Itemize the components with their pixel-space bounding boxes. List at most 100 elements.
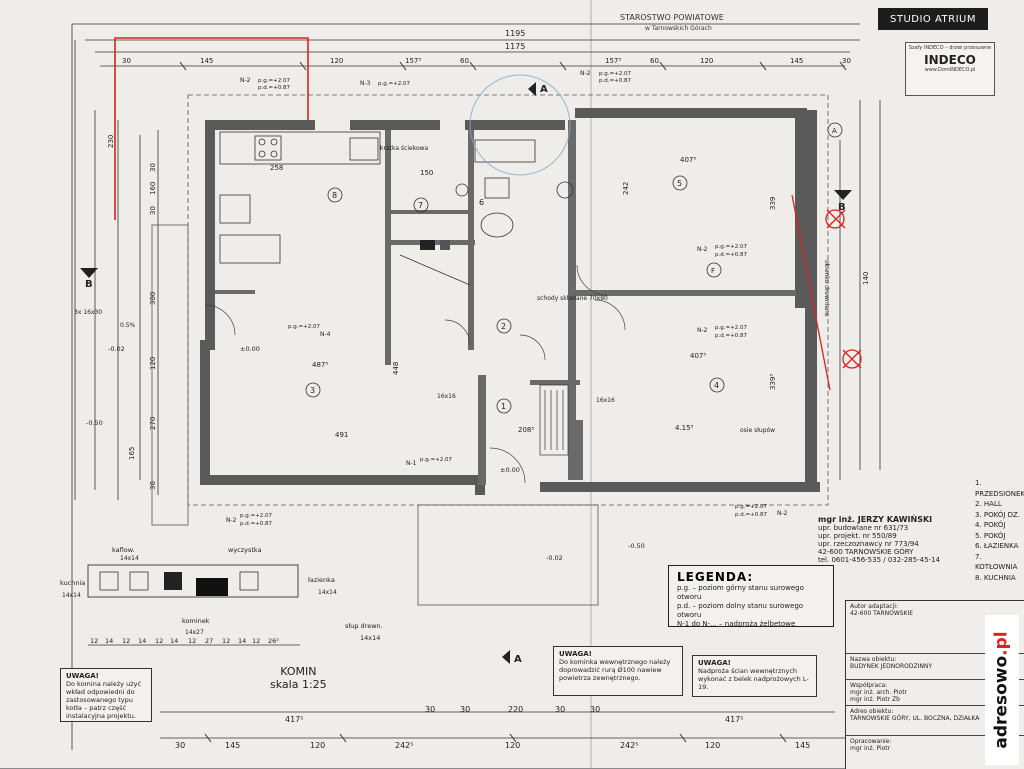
adresowo-watermark: adresowo.pl	[985, 615, 1019, 765]
dim-bottom: 242⁵	[620, 741, 638, 750]
svg-text:26⁵: 26⁵	[268, 637, 279, 645]
room-list-item: 1. PRZEDSIONEK	[975, 479, 1024, 498]
note-title: UWAGA!	[698, 659, 731, 667]
architect-line: upr. budowlane nr 631/73	[818, 524, 909, 532]
lintel-pg: p.g.=+2.07	[288, 324, 320, 330]
room-list-item: 7. KOTŁOWNIA	[975, 552, 1018, 572]
lintel-pg: p.g.=+2.07	[258, 78, 290, 84]
office-stamp-sub: w Tarnowskich Górach	[645, 25, 712, 32]
outer-walls	[200, 108, 820, 495]
extension-outline	[114, 37, 309, 220]
watermark-text: adresowo	[992, 655, 1012, 749]
dim-left: 30	[149, 206, 157, 215]
label-post-size: 14x14	[360, 634, 380, 642]
lintel-pg: p.g.=+2.07	[240, 513, 272, 519]
room-number: 4	[714, 381, 719, 390]
note-text: Do kominka wewnętrznego należy doprowadz…	[559, 658, 671, 682]
architect-line: upr. projekt. nr 550/89	[818, 532, 897, 540]
svg-text:27: 27	[205, 637, 213, 645]
lintel-tag: N-2	[697, 246, 708, 253]
dim-top: 120	[330, 57, 343, 65]
svg-text:14: 14	[170, 637, 178, 645]
lintel-pd: p.d.=+0.87	[599, 78, 631, 84]
label-column-axes: osie słupów	[740, 427, 775, 434]
axis-markers	[305, 122, 843, 414]
room-list-item: 2. HALL	[975, 500, 1002, 508]
label-floor-drain: kratka ściekowa	[380, 145, 429, 152]
dim-bottom: 30	[425, 705, 435, 714]
dim-left: 30	[149, 163, 157, 172]
chimney-flue-size: 14x14	[120, 555, 139, 562]
room-number: 2	[501, 322, 506, 331]
svg-text:12: 12	[222, 637, 230, 645]
label-post: słup drewn.	[345, 622, 383, 630]
title-address-row: Adres obiektu: TARNOWSKIE GÓRY, UL. BOCZ…	[846, 705, 1024, 735]
indeco-logo: INDECO	[924, 53, 976, 67]
dim-242: 242	[622, 182, 630, 195]
approval-stamp	[469, 74, 571, 176]
note-fireplace-air: UWAGA! Do kominka wewnętrznego należy do…	[553, 646, 683, 696]
dim-top: 145	[790, 57, 803, 65]
lintel-tag: N-2	[777, 510, 788, 517]
section-b-left: B	[85, 279, 93, 290]
note-title: UWAGA!	[66, 672, 99, 680]
chimney-title-line: KOMIN	[280, 665, 317, 678]
chimney-flue-size: 14x27	[185, 629, 204, 636]
title-address-label: Adres obiektu:	[850, 708, 894, 715]
dim-bottom: 145	[795, 741, 810, 750]
dim-top-1195: 1195	[505, 29, 525, 38]
lintel-pg: p.g.=+2.07	[378, 81, 410, 87]
title-object-label: Nazwa obiektu:	[850, 656, 897, 663]
chimney-title: KOMIN skala 1:25	[270, 665, 327, 691]
level-minus-050: -0.50	[86, 419, 103, 427]
indeco-url: www.DomINDECO.pl	[924, 67, 976, 73]
paper-fold	[590, 0, 592, 768]
label-stairs: schody składane 70x80	[537, 295, 608, 302]
svg-text:12: 12	[122, 637, 130, 645]
lintel-pg: p.g.=+2.07	[735, 504, 767, 510]
room-dim: 150	[420, 169, 433, 177]
title-collab-label: Współpraca:	[850, 682, 888, 689]
indeco-ad: Szafy INDECO – drzwi przesuwne INDECO ww…	[905, 42, 995, 96]
chimney-flue-size: 14x14	[318, 589, 337, 596]
lintel-tag: N-2	[226, 517, 237, 524]
title-prep-row: Opracowanie: mgr inż. Piotr	[846, 735, 1024, 769]
room-list-item: 6. ŁAZIENKA	[975, 542, 1019, 550]
dim-top: 60	[650, 57, 659, 65]
eaves-outline	[187, 94, 829, 506]
dim-top: 145	[200, 57, 213, 65]
room-list-item: 3. POKÓJ DZ.	[975, 510, 1021, 519]
room-dim: 487⁵	[312, 361, 328, 369]
chimney-dims: 12 14 12 14 12 14 12 27 12 14 12 26⁵	[90, 637, 279, 645]
title-collab-value: mgr inż. arch. Piotr	[850, 689, 908, 696]
dim-bottom: 145	[225, 741, 240, 750]
dim-140: 140	[862, 272, 870, 285]
architect-line: 42-600 TARNOWSKIE GÓRY	[818, 548, 914, 556]
dim-post-b: 16x16	[596, 397, 615, 404]
svg-text:14: 14	[238, 637, 246, 645]
legend-title: LEGENDA:	[677, 570, 754, 584]
svg-text:12: 12	[188, 637, 196, 645]
dim-left: 160	[149, 182, 157, 195]
note-text: Nadproża ścian wewnętrznych wykonać z be…	[698, 667, 809, 691]
inner-walls	[215, 120, 796, 485]
dim-top: 60	[460, 57, 469, 65]
legend-row: N-1 do N-... – nadproża żelbetowe	[677, 620, 796, 628]
dim-left: 270	[149, 417, 157, 430]
room-number: 5	[677, 179, 682, 188]
chimney-scale: skala 1:25	[270, 678, 327, 691]
slope-label: 0.5%	[120, 322, 136, 329]
section-a-bottom: A	[514, 654, 522, 665]
studio-badge: STUDIO ATRIUM	[878, 8, 988, 30]
title-object-row: Nazwa obiektu: BUDYNEK JEDNORODZINNY	[846, 653, 1024, 677]
dim-bottom: 30	[555, 705, 565, 714]
note-title: UWAGA!	[559, 650, 592, 658]
section-arrows	[80, 82, 852, 664]
dim-left: 230	[107, 135, 115, 148]
lintel-pd: p.d.=+0.87	[715, 333, 747, 339]
room-number: 1	[501, 402, 506, 411]
stairs	[399, 254, 569, 456]
dim-top: 30	[842, 57, 851, 65]
lintel-pg: p.g.=+2.07	[599, 71, 631, 77]
